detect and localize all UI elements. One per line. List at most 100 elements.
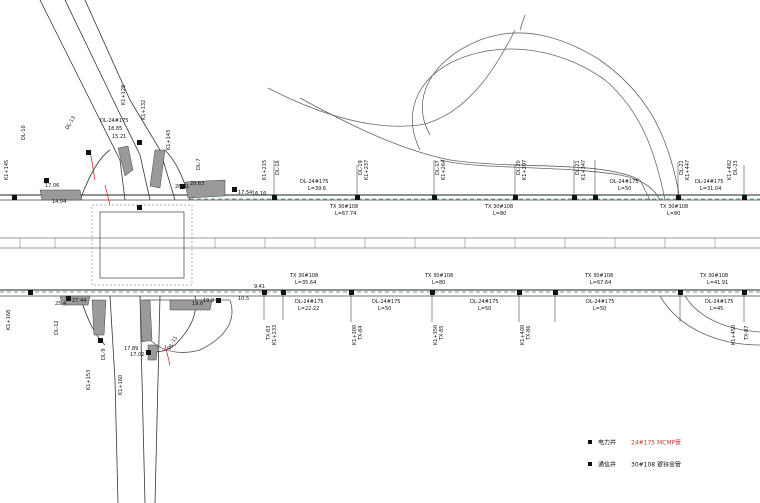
north-comm-spec-3-id: TX 30#108 [659, 204, 688, 210]
intersection-well-label: DL-24#175 [100, 118, 128, 124]
intersection-dim: 19.9 [203, 298, 214, 304]
north-well-label: DL-17 [435, 160, 441, 175]
intersection-dim: 26.51 [175, 184, 189, 190]
main-road [0, 194, 760, 297]
intersection-station: K1+160 [118, 375, 124, 395]
cable-wells [12, 140, 747, 355]
intersection-well-label: DL-7 [196, 158, 202, 170]
intersection-station: K1+132 [141, 100, 147, 120]
south-cable-spec-5-len: L=45 [710, 306, 723, 312]
intersection-well-label: DL-9 [101, 348, 107, 360]
intersection-labels: 18.85 15.21 17.06 14.04 26.51 20.63 17.5… [4, 85, 266, 395]
north-well-label: K1+347 [581, 160, 587, 180]
intersection-well-label: DL-13 [65, 115, 78, 131]
south-well-label: K1+233 [272, 325, 278, 345]
south-cable-spec-2-len: L=50 [378, 306, 391, 312]
north-well-label: DL-22 [679, 160, 685, 175]
south-well-label: TX-86 [526, 326, 532, 341]
north-well-label: DL-23 [733, 160, 739, 175]
north-well-label: K1+237 [364, 160, 370, 180]
intersection [39, 0, 233, 503]
north-cable-spec-2-len: L=50 [618, 186, 631, 192]
intersection-well-label: DL-10 [21, 125, 27, 140]
north-comm-spec-1-len: L=67.74 [335, 211, 356, 217]
north-well-label: K1+264 [441, 160, 447, 180]
south-well-label: TX-84 [358, 326, 364, 341]
legend-power-well-spec: 24#175 MCMP管 [631, 439, 681, 447]
median-ticks [19, 238, 716, 248]
intersection-dim: 17.54 [238, 190, 252, 196]
intersection-dim: 25.4 [55, 301, 66, 307]
south-well-label: TX-83 [266, 326, 272, 341]
intersection-dim: 18.85 [108, 126, 122, 132]
intersection-well-label: DL-12 [54, 320, 60, 335]
south-cable-spec-1-len: L=22.22 [298, 306, 319, 312]
south-well-label: TX-85 [439, 326, 445, 341]
intersection-dim: 17.06 [45, 183, 59, 189]
intersection-station: K1+153 [86, 370, 92, 390]
north-well-label: DL-21 [575, 160, 581, 175]
south-comm-spec-4-id: TX 30#108 [699, 273, 728, 279]
north-well-label: K1+482 [727, 160, 733, 180]
intersection-dim: 15.21 [112, 134, 126, 140]
north-well-label: K1+215 [262, 160, 268, 180]
south-well-label: K1+450 [731, 325, 737, 345]
north-cable-spec-3-len: L=31.04 [700, 186, 721, 192]
north-comm-spec-1-id: TX 30#108 [329, 204, 358, 210]
north-cable-spec-1-len: L=39.6 [308, 186, 326, 192]
intersection-station: K1+128 [121, 85, 127, 105]
south-cable-spec-3-id: DL-24#175 [470, 299, 498, 305]
north-labels: DL-24#175 L=39.6 DL-24#175 L=50 DL-24#17… [262, 160, 739, 217]
ramp-roads [267, 14, 760, 346]
south-cable-spec-2-id: DL-24#175 [372, 299, 400, 305]
north-comm-spec-3-len: L=80 [667, 211, 680, 217]
legend-power-well-label: 电力井 [598, 439, 616, 447]
intersection-dim: 17.02 [130, 352, 144, 358]
north-comm-spec-2-id: TX 30#108 [484, 204, 513, 210]
south-comm-spec-2-id: TX 30#108 [424, 273, 453, 279]
legend-power-well-symbol [588, 440, 592, 444]
north-well-label: K1+447 [685, 160, 691, 180]
south-well-label: TX-87 [744, 326, 750, 341]
south-well-label: K1+300 [352, 325, 358, 345]
intersection-dim: 17.89 [124, 346, 138, 352]
south-well-label: K1+400 [520, 325, 526, 345]
north-well-label: DL-16 [275, 160, 281, 175]
south-comm-spec-2-len: L=80 [432, 280, 445, 286]
south-comm-spec-3-id: TX 30#108 [584, 273, 613, 279]
south-cable-spec-5-id: DL-24#175 [705, 299, 733, 305]
legend-comm-well-symbol [588, 462, 592, 466]
south-comm-spec-3-len: L=67.64 [590, 280, 611, 286]
legend: 电力井 24#175 MCMP管 通信井 30#108 镀锌金管 [588, 439, 681, 469]
north-comm-spec-2-len: L=80 [493, 211, 506, 217]
south-cable-spec-3-len: L=50 [478, 306, 491, 312]
intersection-station: K1+143 [166, 130, 172, 150]
intersection-dim: 16.16 [252, 191, 266, 197]
south-well-label: K1+350 [433, 325, 439, 345]
legend-comm-well-spec: 30#108 镀锌金管 [631, 461, 681, 469]
north-well-label: DL-19 [358, 160, 364, 175]
south-cable-spec-4-len: L=50 [593, 306, 606, 312]
north-cable-spec-2-id: DL-24#175 [610, 179, 638, 185]
north-cable-spec-1-id: DL-24#175 [300, 179, 328, 185]
intersection-dim: 20.63 [190, 181, 204, 187]
leader-lines [263, 160, 745, 322]
hatched-islands [39, 145, 226, 361]
north-well-label: DL-20 [516, 160, 522, 175]
cable-alignment-north [0, 198, 760, 293]
south-labels: TX 30#108 L=35.64 TX 30#108 L=80 TX 30#1… [254, 273, 750, 345]
south-comm-spec-4-len: L=41.91 [707, 280, 728, 286]
intersection-dim: 10.5 [238, 296, 249, 302]
south-cable-spec-1-id: DL-24#175 [295, 299, 323, 305]
north-cable-spec-3-id: DL-24#175 [695, 179, 723, 185]
south-cable-spec-4-id: DL-24#175 [586, 299, 614, 305]
north-well-label: K1+297 [522, 160, 528, 180]
intersection-station: K1+168 [6, 310, 12, 330]
intersection-dim: 14.04 [52, 199, 66, 205]
legend-comm-well-label: 通信井 [598, 461, 616, 469]
intersection-station: K1+145 [4, 160, 10, 180]
intersection-dim: 27.44 [72, 298, 86, 304]
south-comm-spec-1-len: L=35.64 [295, 280, 316, 286]
south-dim-941: 9.41 [254, 284, 265, 290]
